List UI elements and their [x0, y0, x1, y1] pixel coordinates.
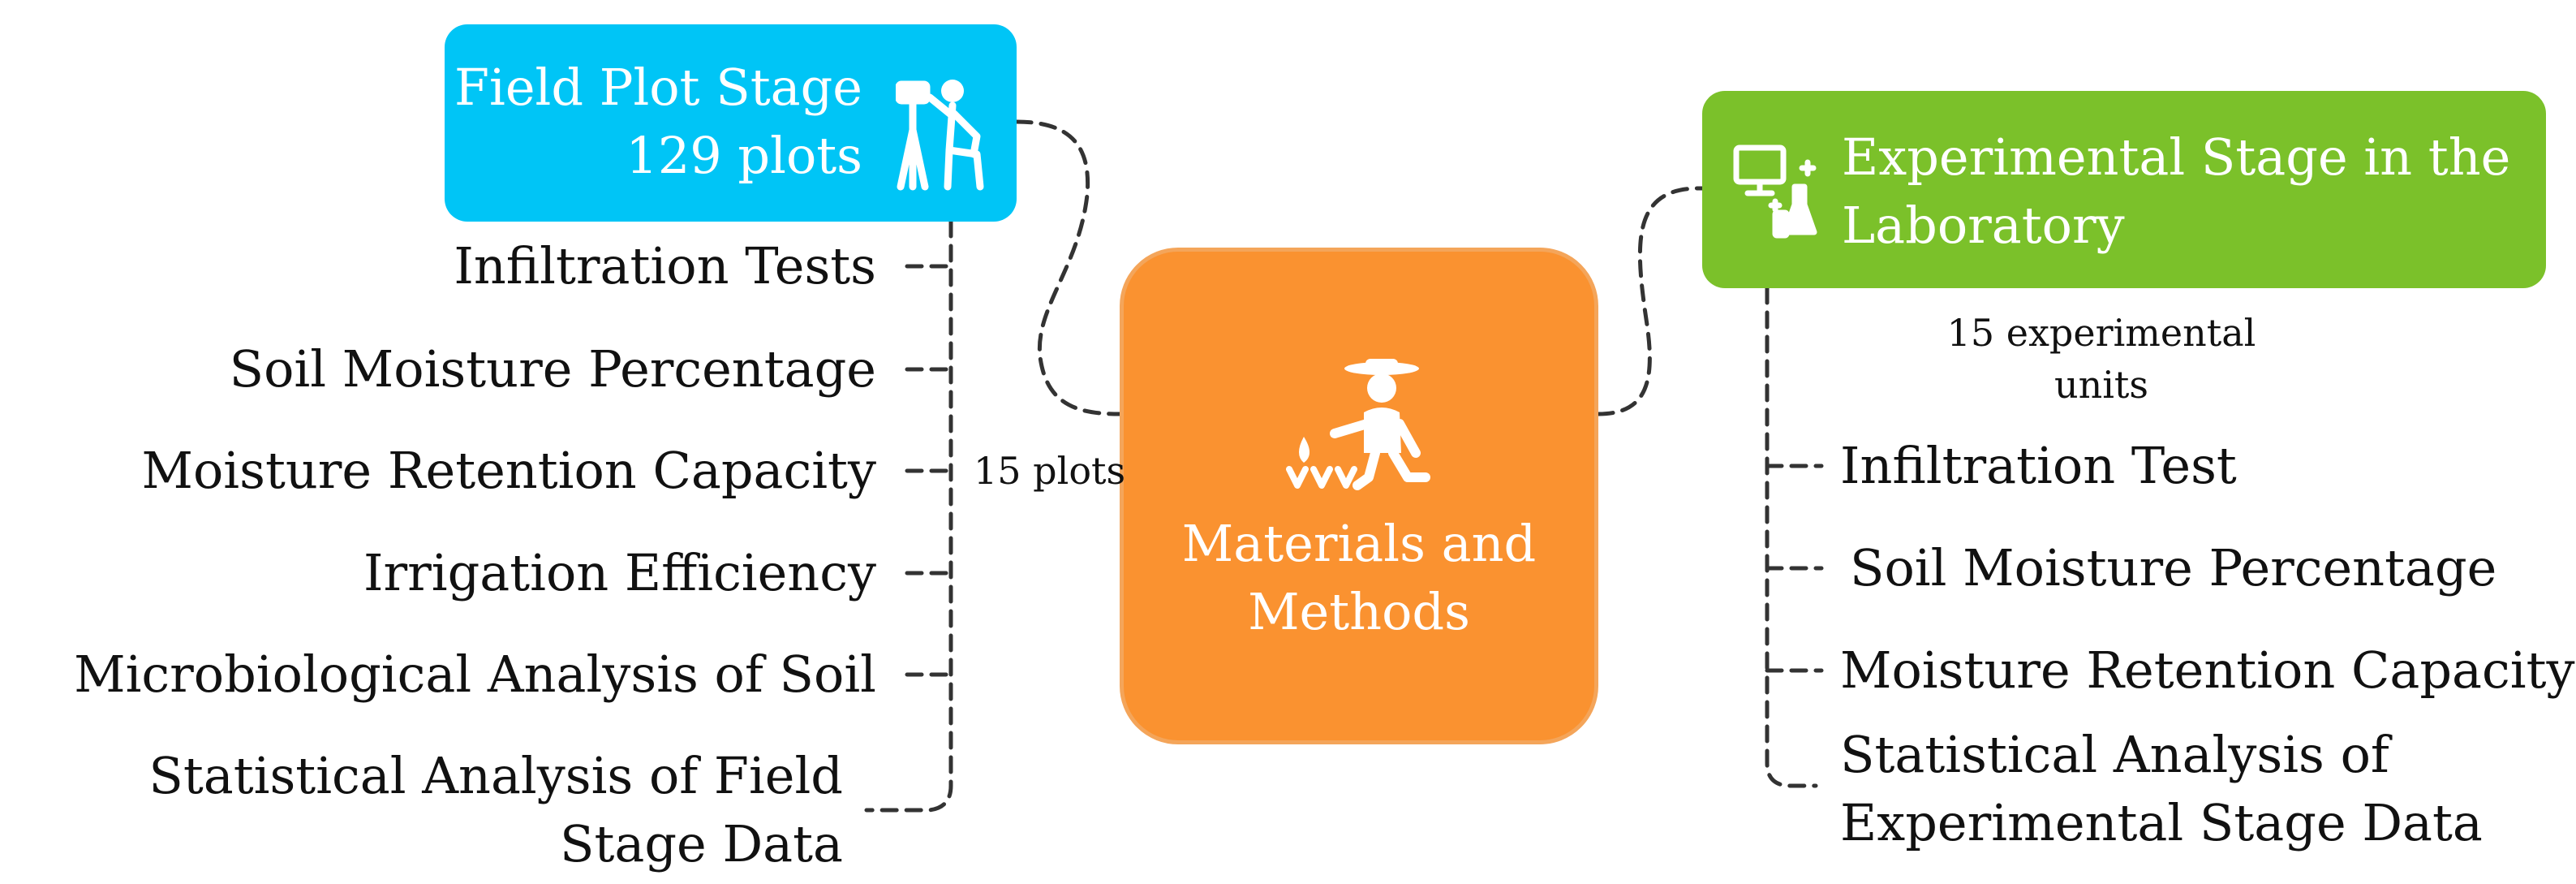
field-item-moisture-retention: Moisture Retention Capacity [141, 441, 876, 500]
lab-item-moisture-retention: Moisture Retention Capacity [1840, 640, 2575, 700]
field-stage-plot-count: 129 plots [626, 126, 862, 185]
center-title: Materials and Methods [1181, 514, 1537, 641]
lab-stage-title: Experimental Stage in the Laboratory [1842, 127, 2511, 255]
lab-ticks [1765, 464, 1824, 673]
farmer-irrigation-icon [1286, 359, 1430, 490]
connector-field-to-center [1014, 119, 1122, 416]
field-item-infiltration-tests: Infiltration Tests [454, 236, 876, 295]
field-plot-stage-box: Field Plot Stage 129 plots [445, 24, 1017, 222]
link-label-plots: 15 plots [974, 449, 1126, 493]
lab-units-label: 15 experimental units [1946, 311, 2256, 407]
field-spine [864, 219, 953, 813]
field-item-statistical-analysis: Statistical Analysis of Field Stage Data [148, 746, 843, 873]
lab-computer-icon [1733, 144, 1817, 239]
field-item-irrigation-efficiency: Irrigation Efficiency [363, 543, 876, 602]
lab-item-infiltration-test: Infiltration Test [1840, 436, 2237, 495]
lab-spine [1765, 286, 1818, 788]
field-item-microbiological-analysis: Microbiological Analysis of Soil [74, 645, 876, 704]
connector-center-to-lab [1596, 186, 1705, 416]
field-stage-title: Field Plot Stage [454, 58, 862, 117]
surveyor-icon [896, 80, 984, 191]
lab-item-statistical-analysis: Statistical Analysis of Experimental Sta… [1840, 725, 2483, 852]
laboratory-stage-box: Experimental Stage in the Laboratory [1702, 91, 2546, 288]
field-ticks [905, 264, 953, 677]
lab-item-soil-moisture: Soil Moisture Percentage [1850, 538, 2497, 597]
field-item-soil-moisture: Soil Moisture Percentage [229, 339, 876, 399]
materials-and-methods-box: Materials and Methods [1120, 248, 1598, 744]
